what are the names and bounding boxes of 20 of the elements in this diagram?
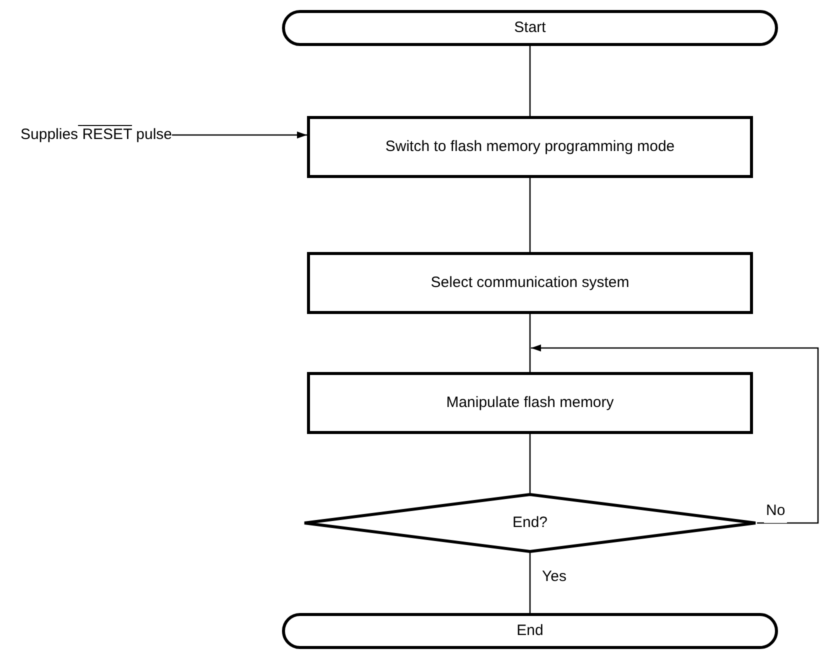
connector-line — [529, 434, 531, 493]
connector-line — [529, 46, 531, 116]
arrow — [172, 132, 307, 138]
process-box — [307, 252, 753, 314]
node-label: Manipulate flash memory — [446, 392, 614, 413]
connector-line — [529, 314, 531, 372]
connector-line — [529, 178, 531, 252]
connector-line — [529, 553, 531, 613]
node-label: Start — [514, 18, 546, 38]
node-label: End — [516, 620, 544, 641]
node-label: Switch to flash memory programming mode — [385, 136, 675, 157]
node-label: Supplies RESET pulse — [20, 124, 172, 145]
terminal-box — [282, 10, 778, 46]
process-box — [307, 372, 753, 434]
node-label: Select communication system — [430, 272, 630, 293]
node-label: End? — [512, 512, 548, 533]
process-box — [307, 116, 753, 178]
decision-diamond — [303, 493, 757, 553]
terminal-box — [282, 613, 778, 649]
arrow — [531, 344, 819, 524]
